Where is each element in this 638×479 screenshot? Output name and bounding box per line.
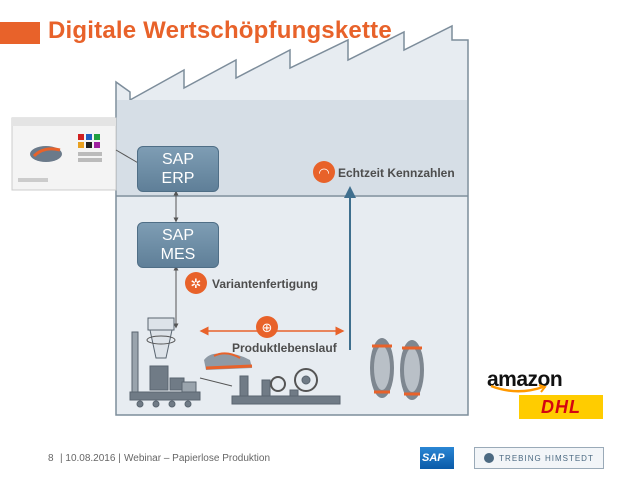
amazon-smile-icon [490,384,547,393]
amazon-logo: amazon [487,368,563,391]
gauge-icon: ◠ [313,161,335,183]
finished-shoes [370,338,424,400]
product-search-icon: ⊕ [256,316,278,338]
variants-label: Variantenfertigung [212,277,319,291]
footer-text: Webinar – Papierlose Produktion [124,453,271,464]
title-accent-bar [0,22,40,44]
erp-line2: ERP [161,170,195,187]
dhl-logo-text: DHL [541,397,581,417]
mes-line1: SAP [161,227,194,244]
kpi-label: Echtzeit Kennzahlen [338,166,455,180]
configurator-screen [11,117,117,191]
footer-page-number: 8 [48,453,54,464]
footer-date: | 10.08.2016 | [60,453,121,464]
page-title: Digitale Wertschöpfungskette [48,17,392,44]
trebing-himstedt-logo: TREBING HIMSTEDT [474,447,604,469]
sap-logo: SAP [420,447,454,469]
sap-erp-box: SAP ERP [137,146,219,192]
company-logo-icon [484,453,495,463]
company-name: TREBING HIMSTEDT [499,453,594,463]
sap-mes-box: SAP MES [137,222,219,268]
lifecycle-label: Produktlebenslauf [232,341,337,355]
mes-line2: MES [160,246,196,263]
erp-line1: SAP [161,151,194,168]
production-machine [129,317,201,408]
shoe-on-conveyor [204,352,253,370]
gears-icon: ✲ [185,272,207,294]
dhl-logo: DHL [519,395,603,419]
conveyor [199,368,341,405]
sap-logo-text: SAP [422,452,445,464]
screen-to-erp-line [115,149,141,165]
